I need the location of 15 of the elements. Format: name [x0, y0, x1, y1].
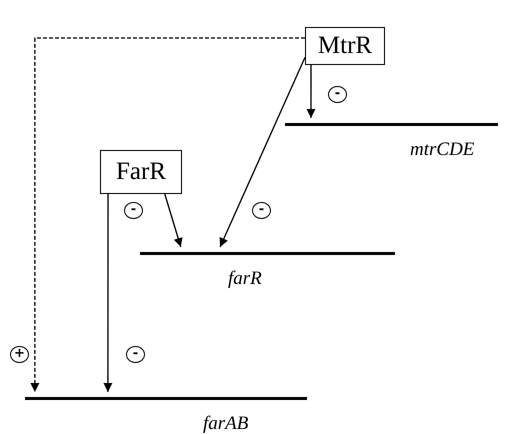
- edge-label: -: [126, 346, 145, 363]
- arrow: [164, 194, 182, 248]
- arrow: [219, 57, 306, 248]
- edge-label: -: [252, 202, 271, 219]
- protein-box: MtrR: [305, 27, 385, 65]
- gene-name: mtrCDE: [410, 139, 474, 161]
- arrow: [30, 37, 305, 392]
- edge-label: -: [328, 86, 347, 103]
- edge-label: +: [10, 346, 29, 363]
- arrow: [103, 194, 112, 392]
- arrow: [306, 65, 316, 118]
- gene-name: farAB: [203, 413, 248, 434]
- edge-label: -: [124, 202, 143, 219]
- gene-name: farR: [228, 268, 262, 290]
- protein-box: FarR: [100, 150, 182, 194]
